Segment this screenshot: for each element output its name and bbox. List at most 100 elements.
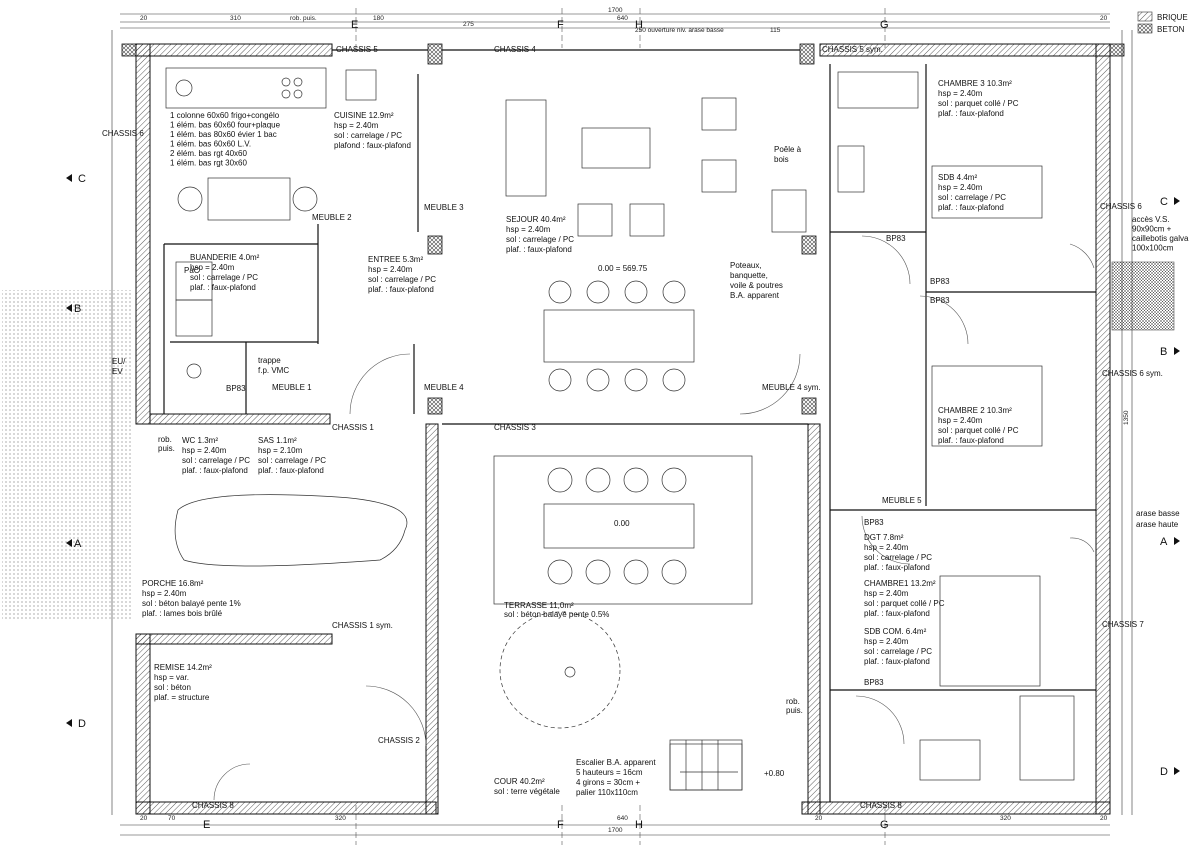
eu-label: EU/ bbox=[112, 357, 126, 366]
concrete-elements bbox=[121, 43, 1125, 415]
vmc-label: f.p. VMC bbox=[258, 366, 289, 375]
svg-text:20: 20 bbox=[815, 815, 823, 822]
meuble-5: MEUBLE 5 bbox=[882, 496, 922, 505]
level-sejour: 0.00 = 569.75 bbox=[598, 264, 648, 273]
chassis-2: CHASSIS 2 bbox=[378, 736, 420, 745]
axis-c-left: C bbox=[78, 173, 86, 185]
axis-f-bot: F bbox=[557, 819, 564, 831]
room-line: SEJOUR 40.4m² bbox=[506, 215, 566, 224]
room-line: sol : carrelage / PC bbox=[864, 647, 932, 656]
room-line: B.A. apparent bbox=[730, 291, 780, 300]
chassis-1: CHASSIS 1 bbox=[332, 423, 374, 432]
room-line: plaf. : lames bois brûlé bbox=[142, 609, 223, 618]
axis-c-right: C bbox=[1160, 196, 1168, 208]
room-line: DGT 7.8m² bbox=[864, 533, 904, 542]
room-line: plaf. : faux-plafond bbox=[938, 203, 1004, 212]
level-terrasse: 0.00 bbox=[614, 519, 630, 528]
room-line: Poteaux, bbox=[730, 261, 762, 270]
room-line: 1 colonne 60x60 frigo+congélo bbox=[170, 111, 280, 120]
axis-h-bot: H bbox=[635, 819, 643, 831]
axis-b-left: B bbox=[74, 303, 81, 315]
room-line: 1 élém. bas 80x60 évier 1 bac bbox=[170, 130, 277, 139]
chassis-5-sym: CHASSIS 5 sym. bbox=[822, 45, 883, 54]
bp83-4: BP83 bbox=[930, 296, 950, 305]
room-line: 1 élém. bas 60x60 L.V. bbox=[170, 140, 251, 149]
room-line: sol : carrelage / PC bbox=[190, 273, 258, 282]
meuble-2: MEUBLE 2 bbox=[312, 213, 352, 222]
room-line: SDB COM. 6.4m² bbox=[864, 627, 927, 636]
room-line: 2 élém. bas rgt 40x60 bbox=[170, 149, 247, 158]
room-line: plaf. : faux-plafond bbox=[938, 436, 1004, 445]
axis-e-bot: E bbox=[203, 819, 210, 831]
bp83-6: BP83 bbox=[864, 678, 884, 687]
room-line: hsp = 2.10m bbox=[258, 446, 303, 455]
legend-beton: BETON bbox=[1157, 25, 1185, 34]
room-line: 90x90cm + bbox=[1132, 225, 1172, 234]
legend: BRIQUE BETON bbox=[1137, 11, 1188, 34]
chassis-5: CHASSIS 5 bbox=[336, 45, 378, 54]
axis-h-top: H bbox=[635, 19, 643, 31]
svg-text:1350: 1350 bbox=[1123, 410, 1130, 425]
room-line: COUR 40.2m² bbox=[494, 777, 545, 786]
room-line: WC 1.3m² bbox=[182, 436, 218, 445]
room-line: 100x100cm bbox=[1132, 244, 1174, 253]
axis-a-right: A bbox=[1160, 536, 1168, 548]
pac-label: PàC bbox=[184, 266, 200, 275]
room-line: sol : carrelage / PC bbox=[368, 275, 436, 284]
axis-g-top: G bbox=[880, 19, 889, 31]
room-line: hsp = 2.40m bbox=[368, 265, 413, 274]
room-line: plaf. : faux-plafond bbox=[258, 466, 324, 475]
robpuis-1a: rob. bbox=[158, 435, 172, 444]
room-line: BUANDERIE 4.0m² bbox=[190, 253, 260, 262]
chassis-8-right: CHASSIS 8 bbox=[860, 801, 902, 810]
arase-haute: arase haute bbox=[1136, 520, 1179, 529]
room-line: palier 110x110cm bbox=[576, 788, 638, 797]
vs-grate bbox=[1111, 261, 1175, 331]
axis-arrows bbox=[66, 174, 1180, 775]
svg-text:275: 275 bbox=[463, 21, 474, 28]
robpuis-2a: rob. bbox=[786, 697, 800, 706]
axis-f-top: F bbox=[557, 19, 564, 31]
poele-label-a: Poêle à bbox=[774, 145, 802, 154]
overall-top: 1700 bbox=[608, 7, 623, 14]
chassis-4: CHASSIS 4 bbox=[494, 45, 536, 54]
svg-text:20: 20 bbox=[140, 15, 148, 22]
misc-labels: MEUBLE 2 MEUBLE 3 MEUBLE 1 MEUBLE 4 MEUB… bbox=[112, 145, 1180, 778]
svg-text:180: 180 bbox=[373, 15, 384, 22]
room-line: sol : béton bbox=[154, 683, 191, 692]
ground-left bbox=[2, 290, 132, 620]
axis-g-bot: G bbox=[880, 819, 889, 831]
room-kitchen-list: 1 colonne 60x60 frigo+congélo 1 élém. bas… bbox=[170, 111, 281, 168]
robpuis-2b: puis. bbox=[786, 706, 803, 715]
room-line: sol : parquet collé / PC bbox=[864, 599, 945, 608]
svg-text:320: 320 bbox=[335, 815, 346, 822]
room-line: hsp = 2.40m bbox=[864, 637, 909, 646]
room-line: plaf. : faux-plafond bbox=[864, 657, 930, 666]
room-line: hsp = 2.40m bbox=[938, 183, 983, 192]
room-line: hsp = 2.40m bbox=[182, 446, 227, 455]
room-line: hsp = 2.40m bbox=[938, 89, 983, 98]
room-line: 1 élém. bas rgt 30x60 bbox=[170, 159, 247, 168]
room-line: sol : carrelage / PC bbox=[182, 456, 250, 465]
meuble-4: MEUBLE 4 bbox=[424, 383, 464, 392]
level-cour: +0.80 bbox=[764, 769, 785, 778]
svg-text:310: 310 bbox=[230, 15, 241, 22]
room-line: plaf. : faux-plafond bbox=[864, 563, 930, 572]
room-line: PORCHE 16.8m² bbox=[142, 579, 204, 588]
stairs bbox=[669, 739, 743, 791]
room-line: sol : carrelage / PC bbox=[864, 553, 932, 562]
room-line: CHAMBRE1 13.2m² bbox=[864, 579, 936, 588]
bp83-3: BP83 bbox=[930, 277, 950, 286]
room-line: ENTREE 5.3m² bbox=[368, 255, 423, 264]
room-line: hsp = 2.40m bbox=[938, 416, 983, 425]
